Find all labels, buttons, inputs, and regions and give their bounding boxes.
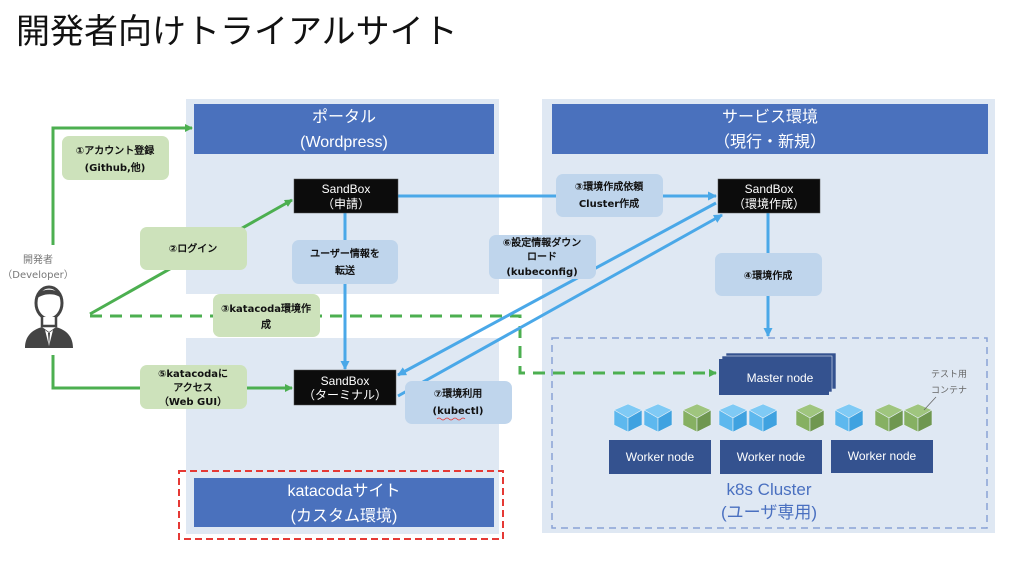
test-container-note-2: コンテナ xyxy=(931,385,967,396)
step-2-label: ②ログイン xyxy=(140,227,247,270)
step-4-label: ④環境作成 xyxy=(715,253,822,296)
container-cube-blue xyxy=(748,403,778,433)
step-7-text: ⑦環境利用 xyxy=(434,387,482,400)
sandbox-env-sub: （環境作成） xyxy=(733,196,805,211)
step-1-text: ①アカウント登録 xyxy=(76,144,155,157)
service-title: サービス環境 xyxy=(722,107,818,126)
katacoda-subtitle: (カスタム環境) xyxy=(291,506,398,525)
step-1-subtext: (Github,他) xyxy=(85,161,146,174)
test-container-note: テスト用 xyxy=(931,369,967,380)
container-cube-green xyxy=(903,403,933,433)
katacoda-highlight-frame xyxy=(178,470,504,540)
step-3b-label: ③katacoda環境作 成 xyxy=(213,294,320,337)
worker-node-3: Worker node xyxy=(831,440,933,473)
sandbox-apply-title: SandBox xyxy=(322,182,371,196)
worker-node-3-label: Worker node xyxy=(848,449,917,463)
step-5-label: ⑤katacodaに アクセス （Web GUI） xyxy=(140,365,247,409)
worker-node-1-label: Worker node xyxy=(626,450,695,464)
step-3a-subtext: Cluster作成 xyxy=(579,197,639,210)
worker-node-2: Worker node xyxy=(720,440,822,474)
step-3b-subtext: 成 xyxy=(261,318,271,331)
portal-title: ポータル xyxy=(312,108,376,126)
portal-subtitle: (Wordpress) xyxy=(300,134,388,151)
sandbox-apply: SandBox （申請） xyxy=(293,178,399,214)
arrow-account-registration xyxy=(51,124,193,245)
spellcheck-underline xyxy=(436,417,466,421)
portal-header xyxy=(194,104,494,154)
step-2-text: ②ログイン xyxy=(169,242,217,255)
katacoda-header xyxy=(194,478,494,527)
arrow-katacoda-env-create xyxy=(90,314,717,377)
container-cube-green xyxy=(795,403,825,433)
page-title: 開発者向けトライアルサイト xyxy=(16,12,458,52)
container-cube-blue xyxy=(718,403,748,433)
transfer-label: ユーザー情報を 転送 xyxy=(292,240,398,284)
step-5-subtext2: （Web GUI） xyxy=(159,395,227,408)
sandbox-terminal: SandBox （ターミナル） xyxy=(293,369,397,406)
step-6-subtext2: (kubeconfig) xyxy=(506,267,577,278)
arrow-env-usage xyxy=(397,213,723,398)
master-node: Master node xyxy=(719,352,837,395)
cluster-title: k8s Cluster xyxy=(726,480,811,499)
service-header xyxy=(552,104,988,154)
k8s-cluster-frame xyxy=(551,337,988,529)
sandbox-terminal-sub: （ターミナル） xyxy=(303,388,387,402)
developer-sublabel: （Developer） xyxy=(2,269,73,281)
step-6-subtext: ロード xyxy=(527,251,557,263)
step-3b-text: ③katacoda環境作 xyxy=(221,302,311,315)
container-cube-green xyxy=(682,403,712,433)
container-row xyxy=(613,403,933,433)
worker-node-2-label: Worker node xyxy=(737,450,806,464)
step-5-subtext: アクセス xyxy=(173,382,213,394)
step-3a-text: ③環境作成依頼 xyxy=(575,180,644,193)
step-6-label: ⑥設定情報ダウン ロード (kubeconfig) xyxy=(489,235,596,279)
developer-person-icon xyxy=(25,285,73,348)
katacoda-title: katacodaサイト xyxy=(288,483,401,500)
cluster-subtitle: (ユーザ専用) xyxy=(721,503,817,522)
step-6-text: ⑥設定情報ダウン xyxy=(503,236,581,249)
sandbox-env: SandBox （環境作成） xyxy=(717,178,821,214)
container-cube-blue xyxy=(643,403,673,433)
container-cube-blue xyxy=(834,403,864,433)
step-1-label: ①アカウント登録 (Github,他) xyxy=(62,136,169,180)
container-cube-green xyxy=(874,403,904,433)
note-leader-line xyxy=(923,396,937,411)
worker-node-1: Worker node xyxy=(609,440,711,474)
service-subtitle: （現行・新規） xyxy=(714,133,826,151)
step-7-subtext: (kubectl) xyxy=(433,406,484,417)
master-node-label: Master node xyxy=(747,371,814,385)
step-5-text: ⑤katacodaに xyxy=(158,368,228,380)
container-cube-blue xyxy=(613,403,643,433)
arrow-kubeconfig-download xyxy=(397,201,717,377)
transfer-subtext: 転送 xyxy=(335,264,356,277)
developer-label: 開発者 xyxy=(23,253,53,266)
step-3a-label: ③環境作成依頼 Cluster作成 xyxy=(556,174,663,217)
sandbox-env-title: SandBox xyxy=(745,182,794,196)
transfer-text: ユーザー情報を xyxy=(310,247,380,260)
step-7-label: ⑦環境利用 (kubectl) xyxy=(405,381,512,424)
sandbox-terminal-title: SandBox xyxy=(321,374,370,388)
step-4-text: ④環境作成 xyxy=(744,269,792,282)
sandbox-apply-sub: （申請） xyxy=(322,197,370,211)
